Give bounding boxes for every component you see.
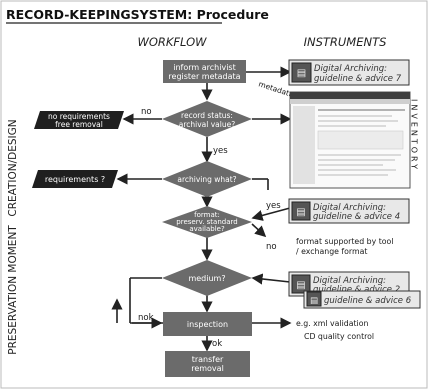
book-icon: ▤ <box>296 280 305 291</box>
inspection-box <box>163 312 252 336</box>
edge-label-no-1: no <box>141 107 152 117</box>
no-requirements-line2: free removal <box>55 120 103 129</box>
requirements-box <box>32 170 118 188</box>
format-line3: available? <box>189 225 225 233</box>
record-status-line2: archival value? <box>179 120 235 129</box>
format-note-line2: / exchange format <box>296 247 367 256</box>
transfer-line2: removal <box>191 364 224 373</box>
inform-archivist-box <box>163 60 246 83</box>
edge-label-no-2: no <box>266 242 277 252</box>
instrument-6-line1: guideline & advice 6 <box>324 296 412 306</box>
instrument-2-line2: guideline & advice 2 <box>313 285 400 295</box>
no-requirements-line1: no requirements <box>48 112 110 121</box>
instrument-card-4: ▤ Digital Archiving: guideline & advice … <box>288 198 410 224</box>
instrument-4-line2: guideline & advice 4 <box>313 212 400 222</box>
arrows <box>111 66 292 352</box>
instrument-7-line2: guideline & advice 7 <box>314 74 402 84</box>
archiving-what-label: archiving what? <box>177 175 236 184</box>
edge-label-yes-1: yes <box>213 146 228 156</box>
inform-archivist-line2: register metadata <box>168 72 240 81</box>
record-status-decision <box>162 101 252 137</box>
format-line2: preserv. standard <box>176 218 237 226</box>
validation-note-line2: CD quality control <box>304 332 374 341</box>
inform-archivist-line1: inform archivist <box>173 63 235 72</box>
record-status-line1: record status: <box>181 111 233 120</box>
instrument-7-line1: Digital Archiving: <box>314 64 387 74</box>
archiving-what-decision <box>162 161 252 197</box>
phase-creation-label: CREATION/DESIGN <box>7 119 19 216</box>
workflow-header: WORKFLOW <box>137 35 207 49</box>
format-note-line1: format supported by tool <box>296 237 393 246</box>
page-title: RECORD-KEEPINGSYSTEM: Procedure <box>6 7 269 22</box>
book-icon: ▤ <box>296 207 305 218</box>
instrument-card-6: ▤ guideline & advice 6 <box>303 290 421 309</box>
format-line1: format: <box>194 211 220 219</box>
edge-label-yes-2: yes <box>266 201 281 211</box>
instruments-header: INSTRUMENTS <box>304 35 387 49</box>
transfer-box <box>165 351 250 377</box>
validation-note-line1: e.g. xml validation <box>296 319 368 328</box>
inspection-label: inspection <box>187 320 228 329</box>
instrument-2-line1: Digital Archiving: <box>313 276 386 286</box>
transfer-line1: transfer <box>192 355 224 364</box>
book-icon: ▤ <box>310 296 318 306</box>
no-requirements-box <box>34 111 124 129</box>
edge-label-ok: ok <box>212 339 222 349</box>
inventory-label: INVENTORY <box>410 99 419 172</box>
phase-preservation-label: PRESERVATION MOMENT <box>7 225 19 355</box>
format-decision <box>162 206 252 238</box>
inventory-screenshot <box>289 91 411 189</box>
instrument-4-line1: Digital Archiving: <box>313 203 386 213</box>
instrument-card-7: ▤ Digital Archiving: guideline & advice … <box>288 59 410 86</box>
requirements-label: requirements ? <box>45 175 105 184</box>
medium-label: medium? <box>188 274 225 283</box>
book-icon: ▤ <box>297 68 306 79</box>
medium-decision <box>162 260 252 296</box>
edge-label-nok: nok <box>138 313 154 323</box>
